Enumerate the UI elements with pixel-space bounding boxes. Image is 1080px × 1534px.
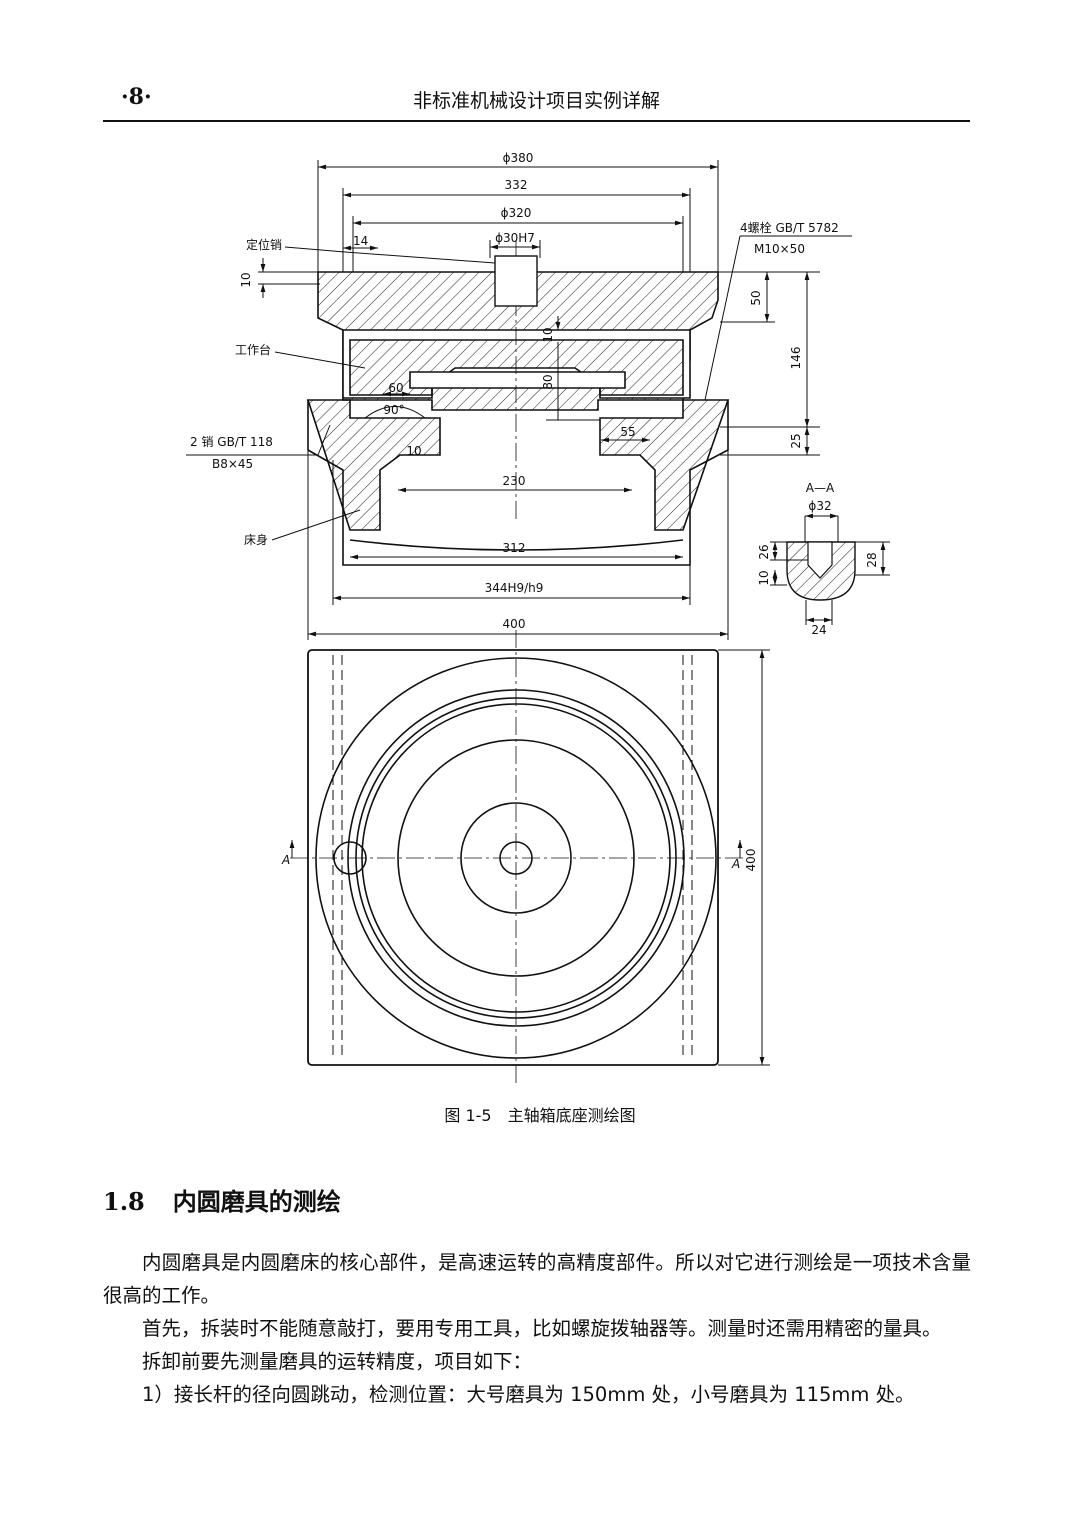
body-text: 内圆磨具是内圆磨床的核心部件，是高速运转的高精度部件。所以对它进行测绘是一项技术… [103, 1246, 971, 1411]
dim-10-left: 10 [239, 272, 253, 287]
dim-25: 25 [789, 433, 803, 448]
paragraph: 内圆磨具是内圆磨床的核心部件，是高速运转的高精度部件。所以对它进行测绘是一项技术… [103, 1251, 971, 1307]
dim-50: 50 [749, 290, 763, 305]
section-heading: 1.8 内圆磨具的测绘 [103, 1182, 341, 1217]
dim-312: 312 [503, 541, 526, 555]
dim-90deg: 90° [383, 403, 404, 417]
dim-aa-d32: ϕ32 [808, 499, 831, 513]
page-header: ·8· 非标准机械设计项目实例详解 [103, 80, 970, 122]
figure-caption: 图 1-5 主轴箱底座测绘图 [444, 1106, 636, 1125]
label-section-aa: A—A [806, 481, 835, 495]
dim-aa-24: 24 [811, 623, 826, 637]
dim-400-side: 400 [744, 849, 758, 872]
page-number: ·8· [121, 84, 152, 110]
dim-aa-28: 28 [865, 552, 879, 567]
dim-80: 80 [541, 374, 555, 389]
dim-aa-10: 10 [757, 570, 771, 585]
technical-drawing: ϕ380 332 ϕ320 ϕ30H7 14 10 [186, 151, 890, 1085]
label-bolt-std: 4螺栓 GB/T 5782 [740, 220, 839, 235]
dim-146: 146 [789, 347, 803, 370]
dim-d30h7: ϕ30H7 [495, 231, 535, 245]
label-bolt-size: M10×50 [754, 242, 805, 256]
dim-55: 55 [620, 425, 635, 439]
paragraph: 1）接长杆的径向圆跳动，检测位置：大号磨具为 150mm 处，小号磨具为 115… [142, 1383, 915, 1406]
section-number: 1.8 [103, 1187, 145, 1216]
dim-400: 400 [503, 617, 526, 631]
label-section-mark-right: A [731, 857, 740, 871]
dim-332: 332 [505, 178, 528, 192]
dim-10-inner: 10 [541, 327, 555, 342]
label-worktable: 工作台 [235, 342, 271, 357]
dim-14: 14 [353, 234, 368, 248]
paragraph: 拆卸前要先测量磨具的运转精度，项目如下： [142, 1350, 533, 1373]
label-bed: 床身 [244, 532, 268, 547]
dim-60: 60 [388, 381, 403, 395]
paragraph: 首先，拆装时不能随意敲打，要用专用工具，比如螺旋拨轴器等。测量时还需用精密的量具… [142, 1317, 942, 1340]
dim-d320: ϕ320 [501, 206, 532, 220]
label-pin-std: 2 销 GB/T 118 [190, 435, 273, 449]
label-section-mark-left: A [281, 853, 290, 867]
dim-344h9h9: 344H9/h9 [485, 581, 544, 595]
label-pin-size: B8×45 [212, 457, 253, 471]
running-title: 非标准机械设计项目实例详解 [412, 90, 660, 112]
label-locating-pin: 定位销 [246, 237, 282, 252]
dim-aa-26: 26 [757, 544, 771, 559]
section-title: 内圆磨具的测绘 [172, 1188, 341, 1216]
dim-10-small: 10 [406, 444, 421, 458]
dim-230: 230 [503, 474, 526, 488]
dim-d380: ϕ380 [503, 151, 534, 165]
